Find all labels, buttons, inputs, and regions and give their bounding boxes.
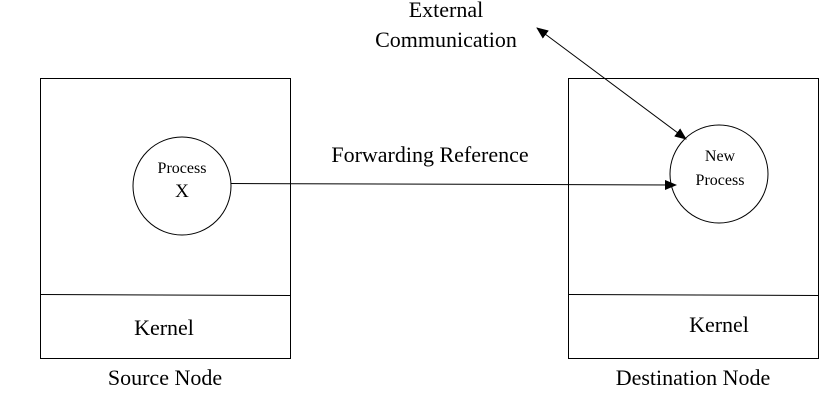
external-communication-label-line1: External	[409, 0, 484, 22]
external-communication-label-line2: Communication	[375, 27, 517, 52]
destination-kernel-divider	[568, 294, 819, 296]
process-x-node	[132, 136, 232, 236]
source-kernel-divider	[40, 294, 291, 296]
process-x-label-line1: Process	[158, 160, 207, 177]
process-x-label-line2: X	[175, 181, 189, 202]
new-process-label-line1: New	[705, 148, 736, 165]
source-kernel-label: Kernel	[134, 315, 194, 340]
new-process-label-line2: Process	[696, 172, 745, 189]
source-node-box	[40, 78, 291, 359]
source-node: Kernel Process X Source Node	[40, 78, 291, 390]
source-node-label: Source Node	[108, 365, 222, 390]
new-process-node	[669, 124, 769, 224]
destination-node-box	[568, 78, 819, 359]
forwarding-reference-label: Forwarding Reference	[331, 142, 528, 167]
destination-node-label: Destination Node	[616, 365, 771, 390]
external-communication-arrow	[536, 27, 687, 140]
destination-node: Kernel New Process Destination Node	[568, 78, 819, 390]
destination-kernel-label: Kernel	[689, 312, 749, 337]
forwarding-reference-arrow	[230, 179, 677, 190]
